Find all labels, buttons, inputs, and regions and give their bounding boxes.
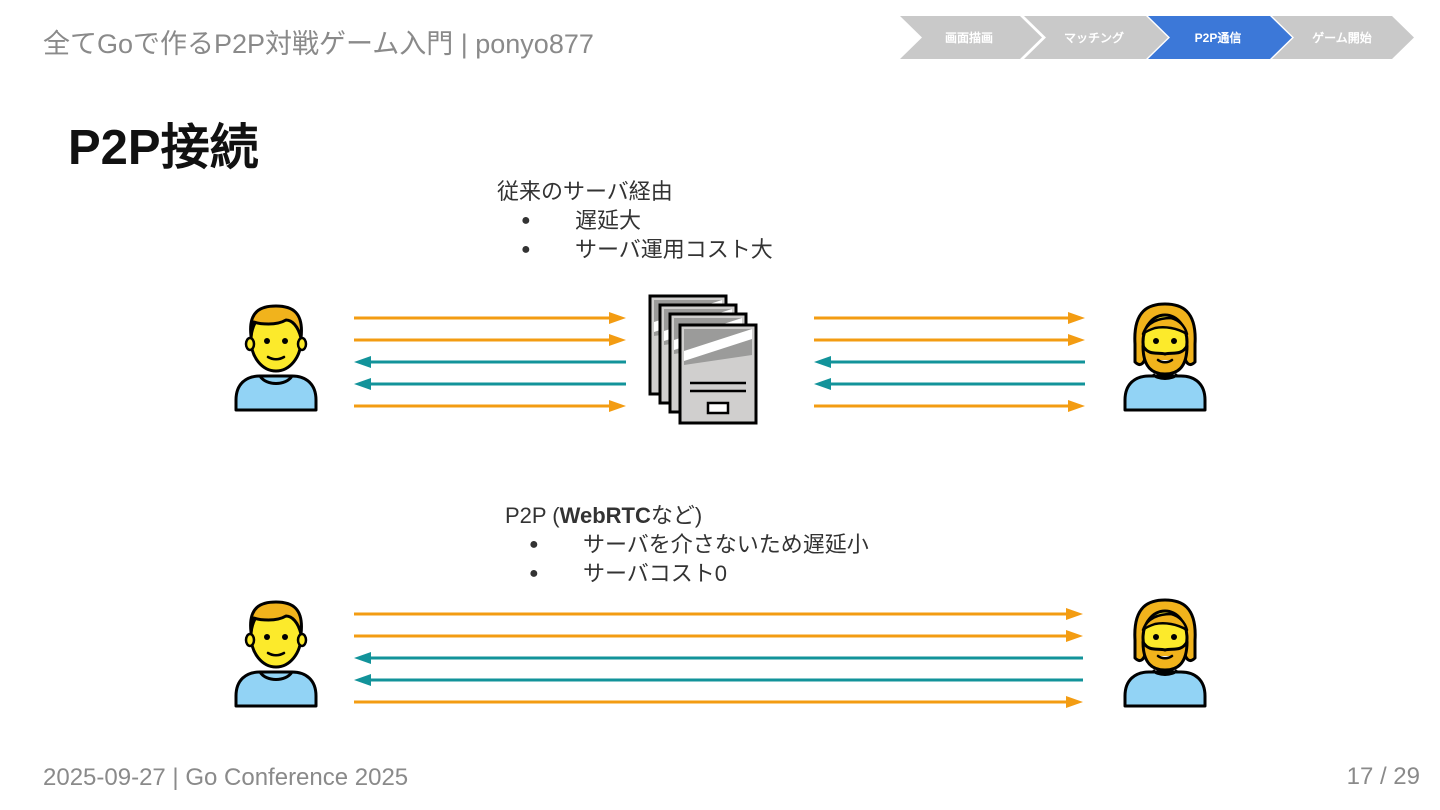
- user-b-icon-row1: [1123, 302, 1207, 412]
- row1-left-arrow-1-request: [354, 312, 626, 324]
- p2p-note: P2P (WebRTCなど) サーバを介さないため遅延小 サーバコスト0: [505, 501, 869, 588]
- p2p-heading: P2P (WebRTCなど): [505, 501, 869, 530]
- row1-right-arrow-3-response: [814, 356, 1085, 368]
- row1-right-arrow-4-response: [814, 378, 1085, 390]
- row1-left-arrow-5-request: [354, 400, 626, 412]
- row1-left-arrow-3-response: [354, 356, 626, 368]
- progress-step-2: マッチング: [1024, 16, 1168, 59]
- user-b-icon-row2: [1123, 598, 1207, 708]
- progress-step-4-label: ゲーム開始: [1312, 30, 1372, 45]
- row1-right-arrow-1-request: [814, 312, 1085, 324]
- presentation-title: 全てGoで作るP2P対戦ゲーム入門 | ponyo877: [43, 29, 594, 59]
- bullet-server-cost-high: サーバ運用コスト大: [497, 235, 773, 264]
- progress-step-1: 画面描画: [900, 16, 1042, 59]
- progress-step-4: ゲーム開始: [1272, 16, 1414, 59]
- row1-right-arrows: [814, 312, 1085, 412]
- bullet-latency-low: サーバを介さないため遅延小: [505, 530, 869, 559]
- server-route-bullets: 遅延大 サーバ運用コスト大: [497, 206, 773, 264]
- row1-right-arrow-2-request: [814, 334, 1085, 346]
- progress-step-2-label: マッチング: [1064, 30, 1124, 45]
- server-stack-icon: [648, 294, 758, 425]
- p2p-heading-webrtc: WebRTC: [559, 503, 651, 528]
- row1-left-arrow-2-request: [354, 334, 626, 346]
- progress-steps: 画面描画 マッチング P2P通信 ゲーム開始: [898, 16, 1418, 59]
- row1-right-arrow-5-request: [814, 400, 1085, 412]
- p2p-heading-suffix: など): [650, 503, 703, 528]
- user-a-icon-row2: [234, 600, 318, 708]
- row2-arrow-4-response: [354, 674, 1083, 686]
- p2p-heading-prefix: P2P (: [505, 503, 560, 528]
- row2-arrow-3-response: [354, 652, 1083, 664]
- progress-step-3-active: P2P通信: [1148, 16, 1292, 59]
- slide-title: P2P接続: [68, 121, 259, 175]
- progress-step-1-label: 画面描画: [945, 30, 993, 45]
- server-route-note: 従来のサーバ経由 遅延大 サーバ運用コスト大: [497, 177, 773, 264]
- row1-left-arrows: [354, 312, 626, 412]
- row2-arrow-2-request: [354, 630, 1083, 642]
- p2p-bullets: サーバを介さないため遅延小 サーバコスト0: [505, 530, 869, 588]
- row1-left-arrow-4-response: [354, 378, 626, 390]
- page-number: 17 / 29: [1346, 763, 1420, 790]
- progress-step-3-label: P2P通信: [1195, 30, 1242, 45]
- bullet-server-cost-zero: サーバコスト0: [505, 559, 869, 588]
- server-route-heading: 従来のサーバ経由: [497, 179, 673, 204]
- user-a-icon-row1: [234, 304, 318, 412]
- footer-date-event: 2025-09-27 | Go Conference 2025: [43, 764, 409, 791]
- row2-p2p-arrows: [354, 608, 1083, 708]
- row2-arrow-5-request: [354, 696, 1083, 708]
- row2-arrow-1-request: [354, 608, 1083, 620]
- bullet-latency-high: 遅延大: [497, 206, 773, 235]
